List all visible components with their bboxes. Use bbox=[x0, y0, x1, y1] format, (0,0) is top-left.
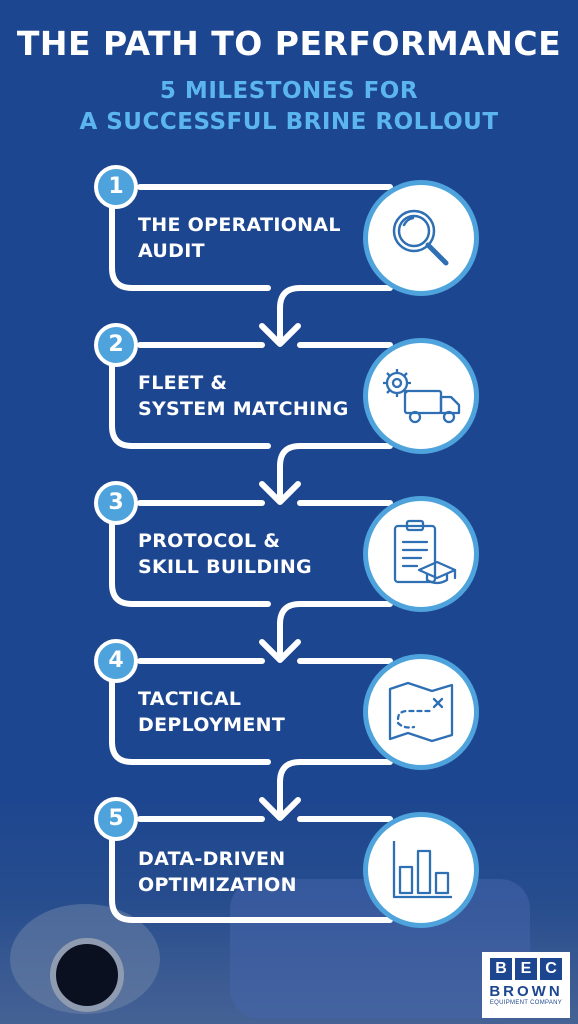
step-4-number: 4 bbox=[94, 639, 138, 683]
subtitle-line-1: 5 MILESTONES FOR bbox=[159, 78, 419, 104]
step-1-icon-circle bbox=[363, 180, 479, 296]
clipboard-graduation-cap-icon bbox=[393, 519, 457, 585]
step-5-icon-circle bbox=[363, 812, 479, 928]
photo-pipe-opening bbox=[50, 938, 124, 1012]
gear-truck-icon bbox=[383, 369, 461, 424]
step-3-number: 3 bbox=[94, 481, 138, 525]
step-2-number: 2 bbox=[94, 323, 138, 367]
step-2-label: FLEET &SYSTEM MATCHING bbox=[138, 372, 349, 420]
bar-chart-icon bbox=[392, 841, 452, 899]
map-route-icon bbox=[388, 681, 454, 743]
step-1-number: 1 bbox=[94, 165, 138, 209]
step-3-icon-circle bbox=[363, 496, 479, 612]
subtitle-line-2: A SUCCESSFUL BRINE ROLLOUT bbox=[79, 109, 499, 135]
logo-name: BROWN bbox=[489, 983, 563, 1000]
step-5-number: 5 bbox=[94, 797, 138, 841]
step-4-icon-circle bbox=[363, 654, 479, 770]
logo-tagline: EQUIPMENT COMPANY bbox=[489, 1000, 563, 1006]
page-subtitle: 5 MILESTONES FOR A SUCCESSFUL BRINE ROLL… bbox=[0, 76, 578, 138]
step-3-label: PROTOCOL &SKILL BUILDING bbox=[138, 530, 312, 578]
page-title: THE PATH TO PERFORMANCE bbox=[16, 24, 562, 63]
magnifying-glass-icon bbox=[392, 209, 449, 266]
step-2-icon-circle bbox=[363, 338, 479, 454]
